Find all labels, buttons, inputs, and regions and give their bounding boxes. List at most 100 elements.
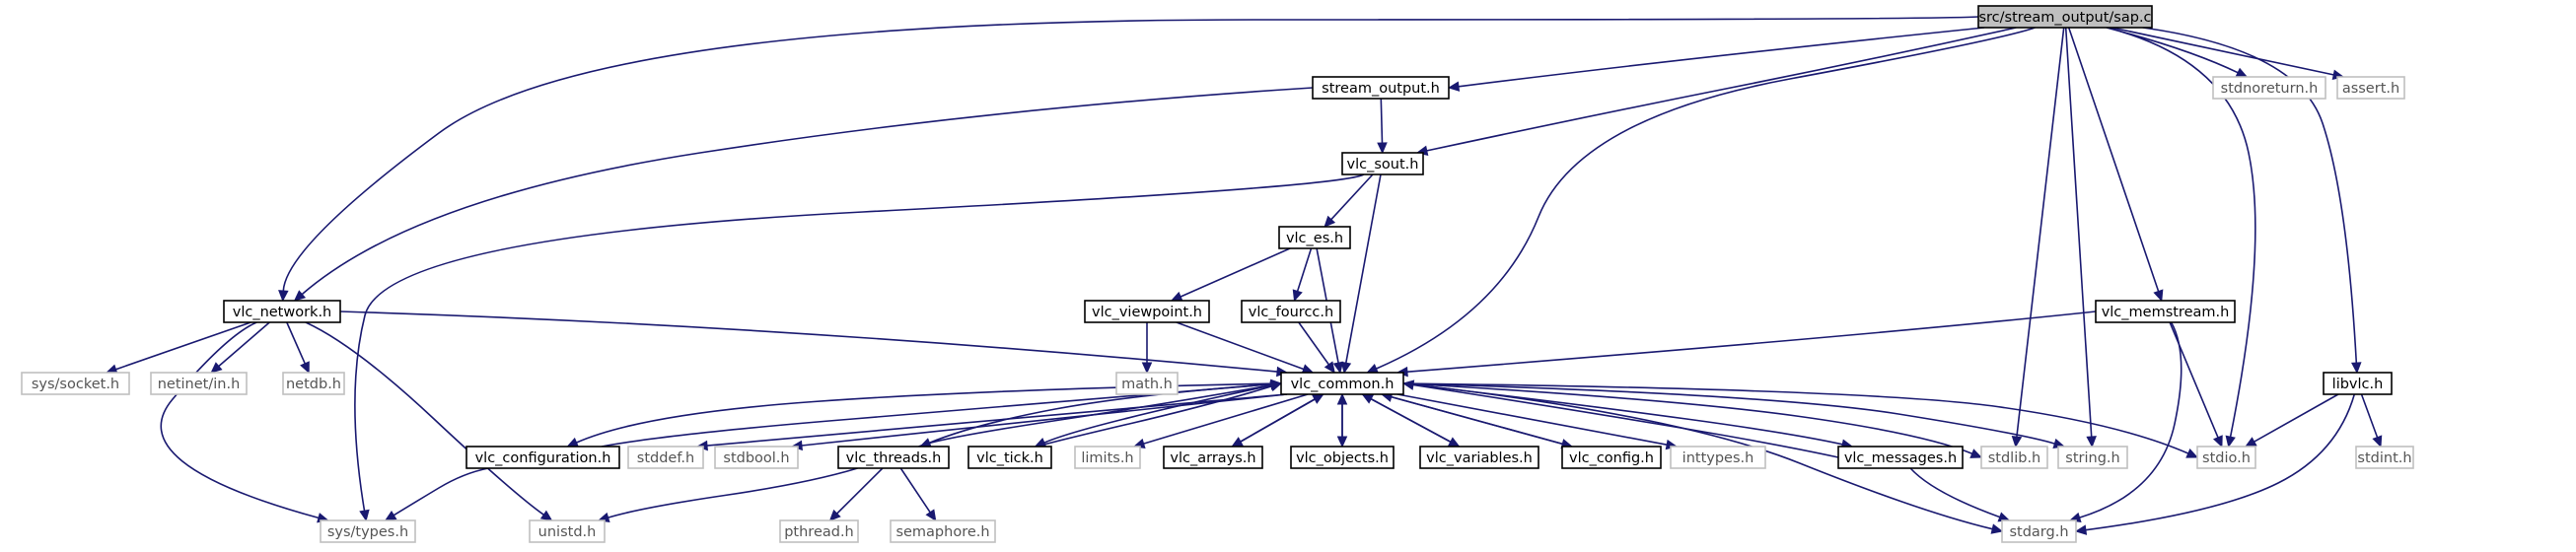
node-box — [1980, 446, 2048, 469]
node-stdint: stdint.h — [2355, 446, 2414, 469]
arrowhead — [2153, 289, 2164, 303]
edge-sap-to-libvlc — [2142, 27, 2362, 375]
node-vlc-variables[interactable]: vlc_variables.h — [1419, 446, 1539, 469]
edge-vlc_threads-to-unistd — [597, 467, 858, 522]
node-box — [282, 372, 345, 395]
edge-vlc_sout-to-sys_types — [354, 173, 1365, 522]
node-stream-output[interactable]: stream_output.h — [1312, 76, 1450, 100]
node-label: inttypes.h — [1682, 450, 1754, 466]
arrowhead — [1361, 393, 1375, 404]
node-vlc-es[interactable]: vlc_es.h — [1278, 226, 1351, 249]
node-vlc-sout[interactable]: vlc_sout.h — [1341, 152, 1424, 175]
node-box — [890, 519, 996, 543]
node-math: math.h — [1115, 372, 1179, 395]
node-label: vlc_messages.h — [1844, 450, 1957, 466]
arrowhead — [2212, 435, 2223, 448]
arrowhead — [2074, 524, 2088, 535]
node-vlc-tick[interactable]: vlc_tick.h — [967, 446, 1052, 469]
node-vlc-viewpoint[interactable]: vlc_viewpoint.h — [1084, 300, 1210, 323]
node-label: src/stream_output/sap.c — [1978, 10, 2151, 26]
node-stdbool: stdbool.h — [714, 446, 799, 469]
node-vlc-objects[interactable]: vlc_objects.h — [1290, 446, 1395, 469]
edge-libvlc-to-stdint — [2360, 393, 2383, 448]
edge-sap-to-stdio — [2107, 27, 2256, 448]
node-box — [1278, 226, 1351, 249]
node-label: stddef.h — [637, 450, 694, 466]
edge-vlc_common-to-stdlib — [1402, 382, 1983, 458]
edge-libvlc-to-stdio — [2244, 393, 2339, 448]
edge-sap-to-vlc_network — [278, 16, 1979, 303]
node-sys-types: sys/types.h — [320, 519, 416, 543]
edge-sap-to-stream_output — [1447, 27, 1985, 92]
node-label: stdarg.h — [2009, 524, 2068, 540]
node-box — [150, 372, 248, 395]
arrowhead — [359, 509, 370, 522]
arrowhead — [2185, 448, 2199, 458]
node-label: netinet/in.h — [158, 377, 241, 392]
node-label: vlc_memstream.h — [2102, 305, 2230, 320]
node-box — [1163, 446, 1263, 469]
node-label: vlc_es.h — [1286, 231, 1343, 246]
arrowhead — [278, 290, 289, 303]
edge-vlc_memstream-to-vlc_common — [1395, 310, 2097, 378]
node-vlc-threads[interactable]: vlc_threads.h — [837, 446, 950, 469]
arrowhead — [1269, 381, 1283, 392]
node-box — [627, 446, 704, 469]
edge-vlc_sout-to-vlc_es — [1324, 173, 1374, 228]
node-label: stdlib.h — [1988, 450, 2041, 466]
arrowhead — [1141, 362, 1153, 375]
node-box — [837, 446, 950, 469]
node-stdnoreturn: stdnoreturn.h — [2212, 76, 2326, 100]
edge-sap-to-vlc_common — [1366, 27, 2036, 374]
edge-sap-to-string — [2064, 27, 2097, 448]
node-vlc-network[interactable]: vlc_network.h — [223, 300, 341, 323]
node-vlc-common[interactable]: vlc_common.h — [1280, 372, 1404, 395]
edge-vlc_arrays-to-vlc_common — [1231, 393, 1324, 448]
node-box — [2095, 300, 2236, 323]
node-vlc-fourcc[interactable]: vlc_fourcc.h — [1241, 300, 1341, 323]
node-box — [1115, 372, 1179, 395]
node-box — [21, 372, 130, 395]
node-box — [2001, 519, 2077, 543]
node-vlc-messages[interactable]: vlc_messages.h — [1837, 446, 1964, 469]
node-label: limits.h — [1081, 450, 1133, 466]
arrowhead — [828, 509, 841, 521]
node-box — [2196, 446, 2256, 469]
node-label: stdbool.h — [723, 450, 789, 466]
node-stdlib: stdlib.h — [1980, 446, 2048, 469]
node-box — [2323, 372, 2393, 395]
edge-vlc_threads-to-semaphore — [899, 467, 937, 522]
edge-vlc_es-to-vlc_viewpoint — [1170, 247, 1291, 302]
node-box — [223, 300, 341, 323]
node-sap[interactable]: src/stream_output/sap.c — [1977, 5, 2153, 29]
node-box — [1977, 5, 2153, 29]
node-stdarg: stdarg.h — [2001, 519, 2077, 543]
arrowhead — [293, 290, 307, 302]
edge-vlc_threads-to-pthread — [828, 467, 884, 521]
node-label: vlc_configuration.h — [475, 450, 611, 466]
node-inttypes: inttypes.h — [1670, 446, 1766, 469]
arrowhead — [1447, 81, 1461, 92]
node-libvlc[interactable]: libvlc.h — [2323, 372, 2393, 395]
node-vlc-memstream[interactable]: vlc_memstream.h — [2095, 300, 2236, 323]
node-assert: assert.h — [2336, 76, 2405, 100]
node-vlc-arrays[interactable]: vlc_arrays.h — [1163, 446, 1263, 469]
arrowhead — [2011, 436, 2023, 448]
node-box — [967, 446, 1052, 469]
node-box — [2212, 76, 2326, 100]
node-label: vlc_variables.h — [1426, 450, 1533, 466]
arrowhead — [1377, 142, 1388, 155]
node-label: stdio.h — [2202, 450, 2251, 466]
node-vlc-configuration[interactable]: vlc_configuration.h — [465, 446, 620, 469]
node-box — [2336, 76, 2405, 100]
arrowhead — [1336, 392, 1348, 405]
node-box — [2355, 446, 2414, 469]
node-vlc-config[interactable]: vlc_config.h — [1561, 446, 1662, 469]
arrowhead — [925, 509, 937, 522]
arrowhead — [384, 510, 397, 521]
node-netdb: netdb.h — [282, 372, 345, 395]
node-label: vlc_threads.h — [846, 450, 942, 466]
arrowhead — [1969, 448, 1983, 458]
node-label: vlc_objects.h — [1296, 450, 1389, 466]
edge-vlc_tick-to-vlc_common — [1038, 381, 1283, 448]
